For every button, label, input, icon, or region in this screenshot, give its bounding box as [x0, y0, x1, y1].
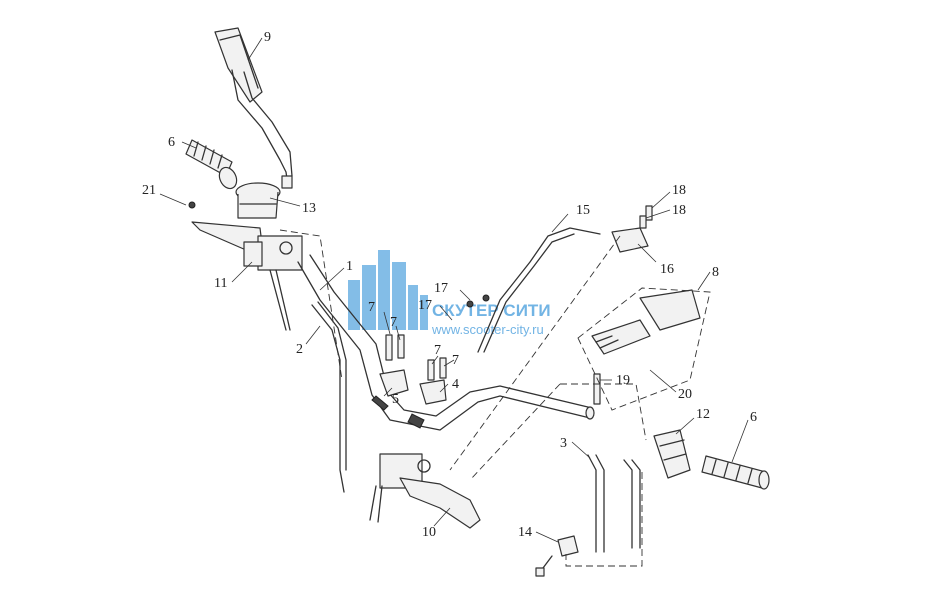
callout-7-c: 7	[434, 343, 441, 358]
callout-20: 20	[678, 387, 692, 402]
callout-10: 10	[422, 525, 436, 540]
callout-18-a: 18	[672, 183, 686, 198]
right-grip	[701, 455, 770, 490]
watermark: СКУТЕР СИТИ www.scooter-city.ru	[348, 250, 551, 337]
clutch-cable	[466, 227, 601, 353]
left-mirror	[214, 27, 293, 189]
callout-5: 5	[392, 392, 399, 407]
left-grip	[185, 139, 238, 190]
callout-11: 11	[214, 276, 227, 291]
callout-21: 21	[142, 183, 156, 198]
callout-6-right: 6	[750, 410, 757, 425]
right-lever-assembly	[369, 453, 481, 529]
leader-lines	[159, 37, 749, 543]
city-skyline-logo	[348, 250, 428, 330]
right-mirror	[591, 289, 701, 405]
brake-reservoir	[235, 182, 281, 219]
callout-14: 14	[518, 525, 532, 540]
alignment-lines	[279, 229, 711, 567]
callout-18-b: 18	[672, 203, 686, 218]
handlebar-tube	[297, 254, 595, 431]
callout-8: 8	[712, 265, 719, 280]
callout-3: 3	[560, 436, 567, 451]
callout-15: 15	[576, 203, 590, 218]
callout-9: 9	[264, 30, 271, 45]
brake-switch	[535, 535, 579, 577]
left-lever-assembly	[188, 201, 303, 331]
cable-2	[311, 301, 347, 493]
callout-labels: 9 6 21 13 11 1 2 7 7 5 4 7 7 10 14 3 15 …	[142, 30, 757, 540]
throttle-cable-3	[587, 454, 641, 553]
callout-7-b: 7	[390, 315, 397, 330]
callout-19: 19	[616, 373, 630, 388]
callout-4: 4	[452, 377, 459, 392]
callout-2: 2	[296, 342, 303, 357]
callout-16: 16	[660, 262, 674, 277]
callout-7-a: 7	[368, 300, 375, 315]
callout-13: 13	[302, 201, 316, 216]
callout-7-d: 7	[452, 353, 459, 368]
right-switch-housing	[653, 429, 691, 479]
callout-1: 1	[346, 259, 353, 274]
clamps-and-bolts	[379, 334, 447, 405]
callout-12: 12	[696, 407, 710, 422]
perch-clamp	[611, 205, 653, 253]
callout-6-left: 6	[168, 135, 175, 150]
callout-17-a: 17	[434, 281, 448, 296]
watermark-title: СКУТЕР СИТИ	[432, 301, 551, 320]
callout-17-b: 17	[418, 298, 432, 313]
